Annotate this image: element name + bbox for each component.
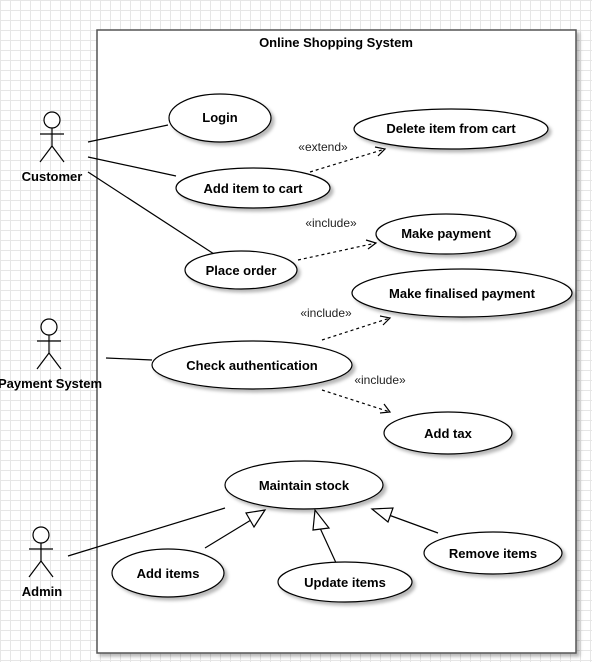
use-case-make-payment[interactable]: Make payment: [375, 213, 517, 255]
include-label-tax: «include»: [354, 373, 406, 387]
use-case-place-order[interactable]: Place order: [184, 250, 298, 290]
use-case-add-tax[interactable]: Add tax: [383, 411, 513, 455]
dependencies: [297, 148, 391, 413]
use-case-add-item-to-cart-label: Add item to cart: [204, 181, 304, 196]
use-case-remove-items[interactable]: Remove items: [423, 531, 563, 575]
use-case-add-item-to-cart[interactable]: Add item to cart: [175, 167, 331, 209]
use-case-make-finalised-payment-label: Make finalised payment: [389, 286, 536, 301]
actor-admin-head: [32, 526, 50, 544]
associations: [67, 124, 226, 557]
assoc-customer-place-order: [87, 171, 215, 255]
actor-payment-system-head: [40, 318, 58, 336]
use-case-login[interactable]: Login: [168, 93, 272, 143]
use-case-delete-item[interactable]: Delete item from cart: [353, 108, 549, 150]
include-payment-arrowhead: [365, 239, 378, 250]
use-case-maintain-stock-label: Maintain stock: [259, 478, 350, 493]
dependency-arrowheads: [365, 146, 392, 414]
generalizations: [204, 507, 439, 566]
assoc-payment-check-auth: [105, 357, 153, 361]
actor-payment-system-label: Payment System: [0, 376, 102, 391]
actor-admin-label: Admin: [22, 584, 63, 599]
include-label-finalised: «include»: [300, 306, 352, 320]
gen-update-items-line: [319, 527, 338, 566]
extend-arrowhead: [374, 146, 387, 157]
gen-add-items-line: [204, 516, 257, 549]
actor-admin[interactable]: [28, 526, 54, 578]
include-label-payment: «include»: [305, 216, 357, 230]
actor-customer-label: Customer: [22, 169, 83, 184]
actor-customer[interactable]: [39, 111, 65, 163]
use-cases: Login Delete item from cart Add item to …: [111, 93, 573, 603]
use-case-maintain-stock[interactable]: Maintain stock: [224, 460, 384, 510]
gen-update-items-head: [312, 508, 331, 531]
include-tax-arrowhead: [379, 403, 392, 414]
use-case-login-label: Login: [202, 110, 237, 125]
include-finalised-arrowhead: [379, 315, 392, 326]
gen-remove-items-head: [370, 507, 394, 524]
use-case-place-order-label: Place order: [206, 263, 277, 278]
actor-payment-system[interactable]: [36, 318, 62, 370]
assoc-customer-login: [87, 124, 169, 143]
use-case-make-payment-label: Make payment: [401, 226, 491, 241]
use-case-remove-items-label: Remove items: [449, 546, 537, 561]
use-case-add-items-label: Add items: [137, 566, 200, 581]
use-case-check-authentication[interactable]: Check authentication: [151, 340, 353, 390]
gen-add-items-head: [245, 509, 267, 529]
use-case-add-tax-label: Add tax: [424, 426, 472, 441]
use-case-update-items-label: Update items: [304, 575, 386, 590]
system-title: Online Shopping System: [259, 35, 413, 50]
include-payment-line: [297, 242, 377, 261]
assoc-admin-maintain-stock: [67, 507, 226, 557]
assoc-customer-add-item: [87, 156, 177, 177]
use-case-check-authentication-label: Check authentication: [186, 358, 318, 373]
use-case-update-items[interactable]: Update items: [277, 561, 413, 603]
use-case-make-finalised-payment[interactable]: Make finalised payment: [351, 268, 573, 318]
extend-label: «extend»: [298, 140, 348, 154]
gen-remove-items-line: [385, 513, 439, 534]
extend-arrow-line: [309, 148, 386, 173]
actor-customer-head: [43, 111, 61, 129]
use-case-delete-item-label: Delete item from cart: [386, 121, 516, 136]
use-case-add-items[interactable]: Add items: [111, 548, 225, 598]
